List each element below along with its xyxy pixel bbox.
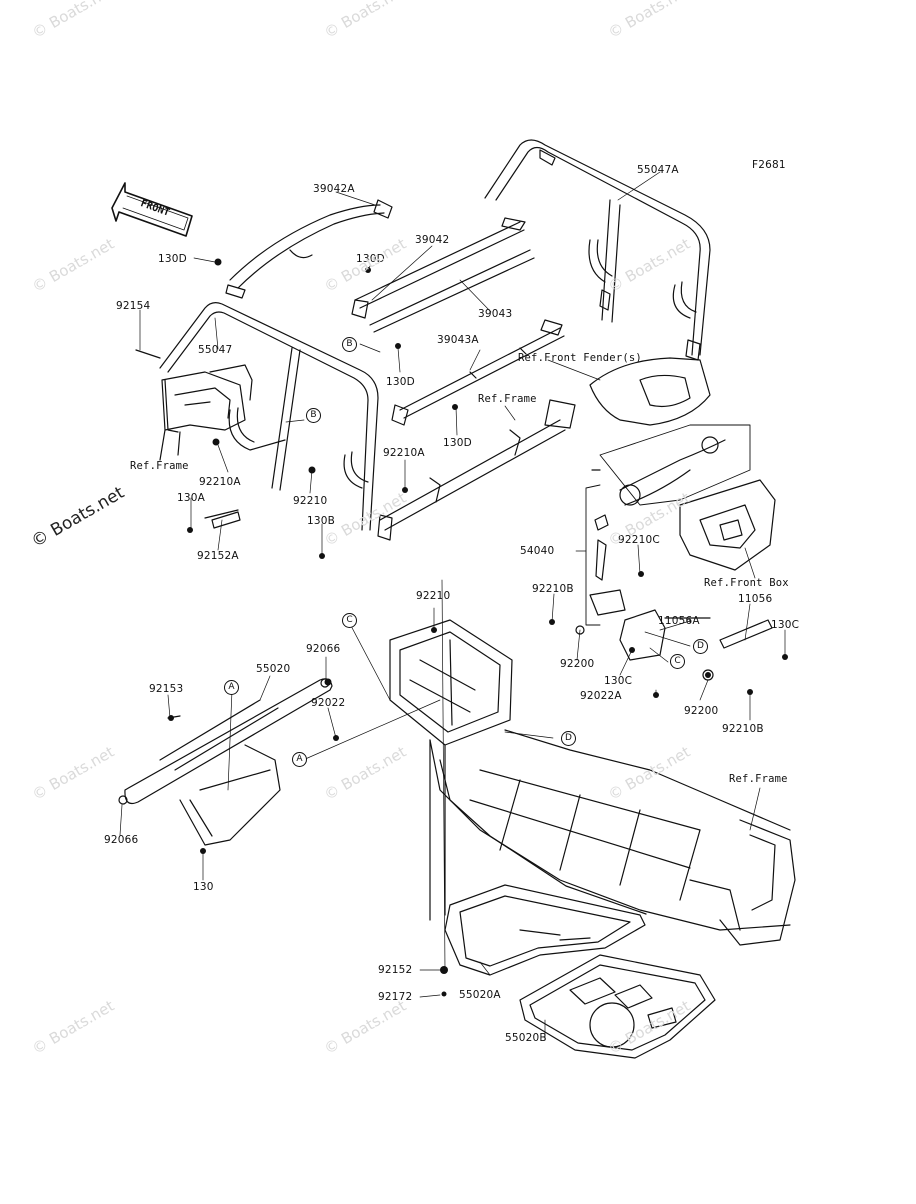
part-label: 130A	[177, 492, 206, 504]
part-label: 92022	[311, 697, 346, 709]
part-label: 92066	[306, 643, 341, 655]
part-label: 11056	[738, 593, 773, 605]
front-fender-and-box	[589, 357, 776, 571]
skid-plate-55020B	[519, 954, 716, 1059]
part-label: 92210B	[532, 583, 574, 595]
ref-frame-label: Ref.Frame	[729, 773, 788, 785]
part-label: 130D	[158, 253, 187, 265]
part-label: 92210	[293, 495, 328, 507]
part-label: 130C	[771, 619, 800, 631]
part-label: 130D	[356, 253, 385, 265]
callout-a-1: A	[224, 680, 239, 695]
part-label: 92152A	[197, 550, 239, 562]
callout-b-1: B	[342, 337, 357, 352]
leader-lines	[119, 171, 786, 1041]
hardware-fasteners	[168, 258, 788, 997]
front-bumper-55020	[118, 678, 333, 846]
part-label: 130C	[604, 675, 633, 687]
part-label: 92154	[116, 300, 151, 312]
part-label: 92210	[416, 590, 451, 602]
part-label: 92022A	[580, 690, 622, 702]
left-mount-brackets	[159, 364, 253, 461]
callout-c-2: C	[670, 654, 685, 669]
part-label: 39042A	[313, 183, 355, 195]
part-label: 130D	[443, 437, 472, 449]
wiring-harness-54040	[585, 424, 751, 626]
front-direction-arrow	[111, 182, 193, 237]
callout-d-1: D	[693, 639, 708, 654]
part-label: 55047	[198, 344, 233, 356]
part-label: 55020A	[459, 989, 501, 1001]
part-label: 130	[193, 881, 214, 893]
part-label: 92210A	[199, 476, 241, 488]
part-label: 39043	[478, 308, 513, 320]
part-label: 130B	[307, 515, 336, 527]
upper-rail-39042A	[225, 199, 393, 299]
callout-b-2: B	[306, 408, 321, 423]
ref-frame-label: Ref.Frame	[478, 393, 537, 405]
part-label: 92210C	[618, 534, 660, 546]
part-label: 130D	[386, 376, 415, 388]
main-chassis-frame	[389, 619, 796, 946]
callout-c-1: C	[342, 613, 357, 628]
part-label: 92210A	[383, 447, 425, 459]
ref-front-fender-label: Ref.Front Fender(s)	[518, 352, 642, 364]
rail-39043A	[391, 319, 565, 426]
skid-plate-55020A	[444, 884, 646, 976]
part-label: 54040	[520, 545, 555, 557]
part-label: 55020B	[505, 1032, 547, 1044]
part-label: 92200	[684, 705, 719, 717]
part-label: 92152	[378, 964, 413, 976]
part-label: 92172	[378, 991, 413, 1003]
side-rails-39042-39043	[351, 217, 535, 333]
part-label: 39043A	[437, 334, 479, 346]
part-label: 39042	[415, 234, 450, 246]
callout-d-2: D	[561, 731, 576, 746]
figure-code: F2681	[752, 159, 786, 171]
part-label: 11056A	[658, 615, 700, 627]
lower-frame-rail	[377, 399, 576, 541]
part-label: 92200	[560, 658, 595, 670]
ref-front-box-label: Ref.Front Box	[704, 577, 789, 589]
part-label: 92153	[149, 683, 184, 695]
callout-a-2: A	[292, 752, 307, 767]
part-label: 55047A	[637, 164, 679, 176]
part-label: 55020	[256, 663, 291, 675]
ref-frame-label: Ref.Frame	[130, 460, 189, 472]
part-label: 92066	[104, 834, 139, 846]
part-label: 92210B	[722, 723, 764, 735]
